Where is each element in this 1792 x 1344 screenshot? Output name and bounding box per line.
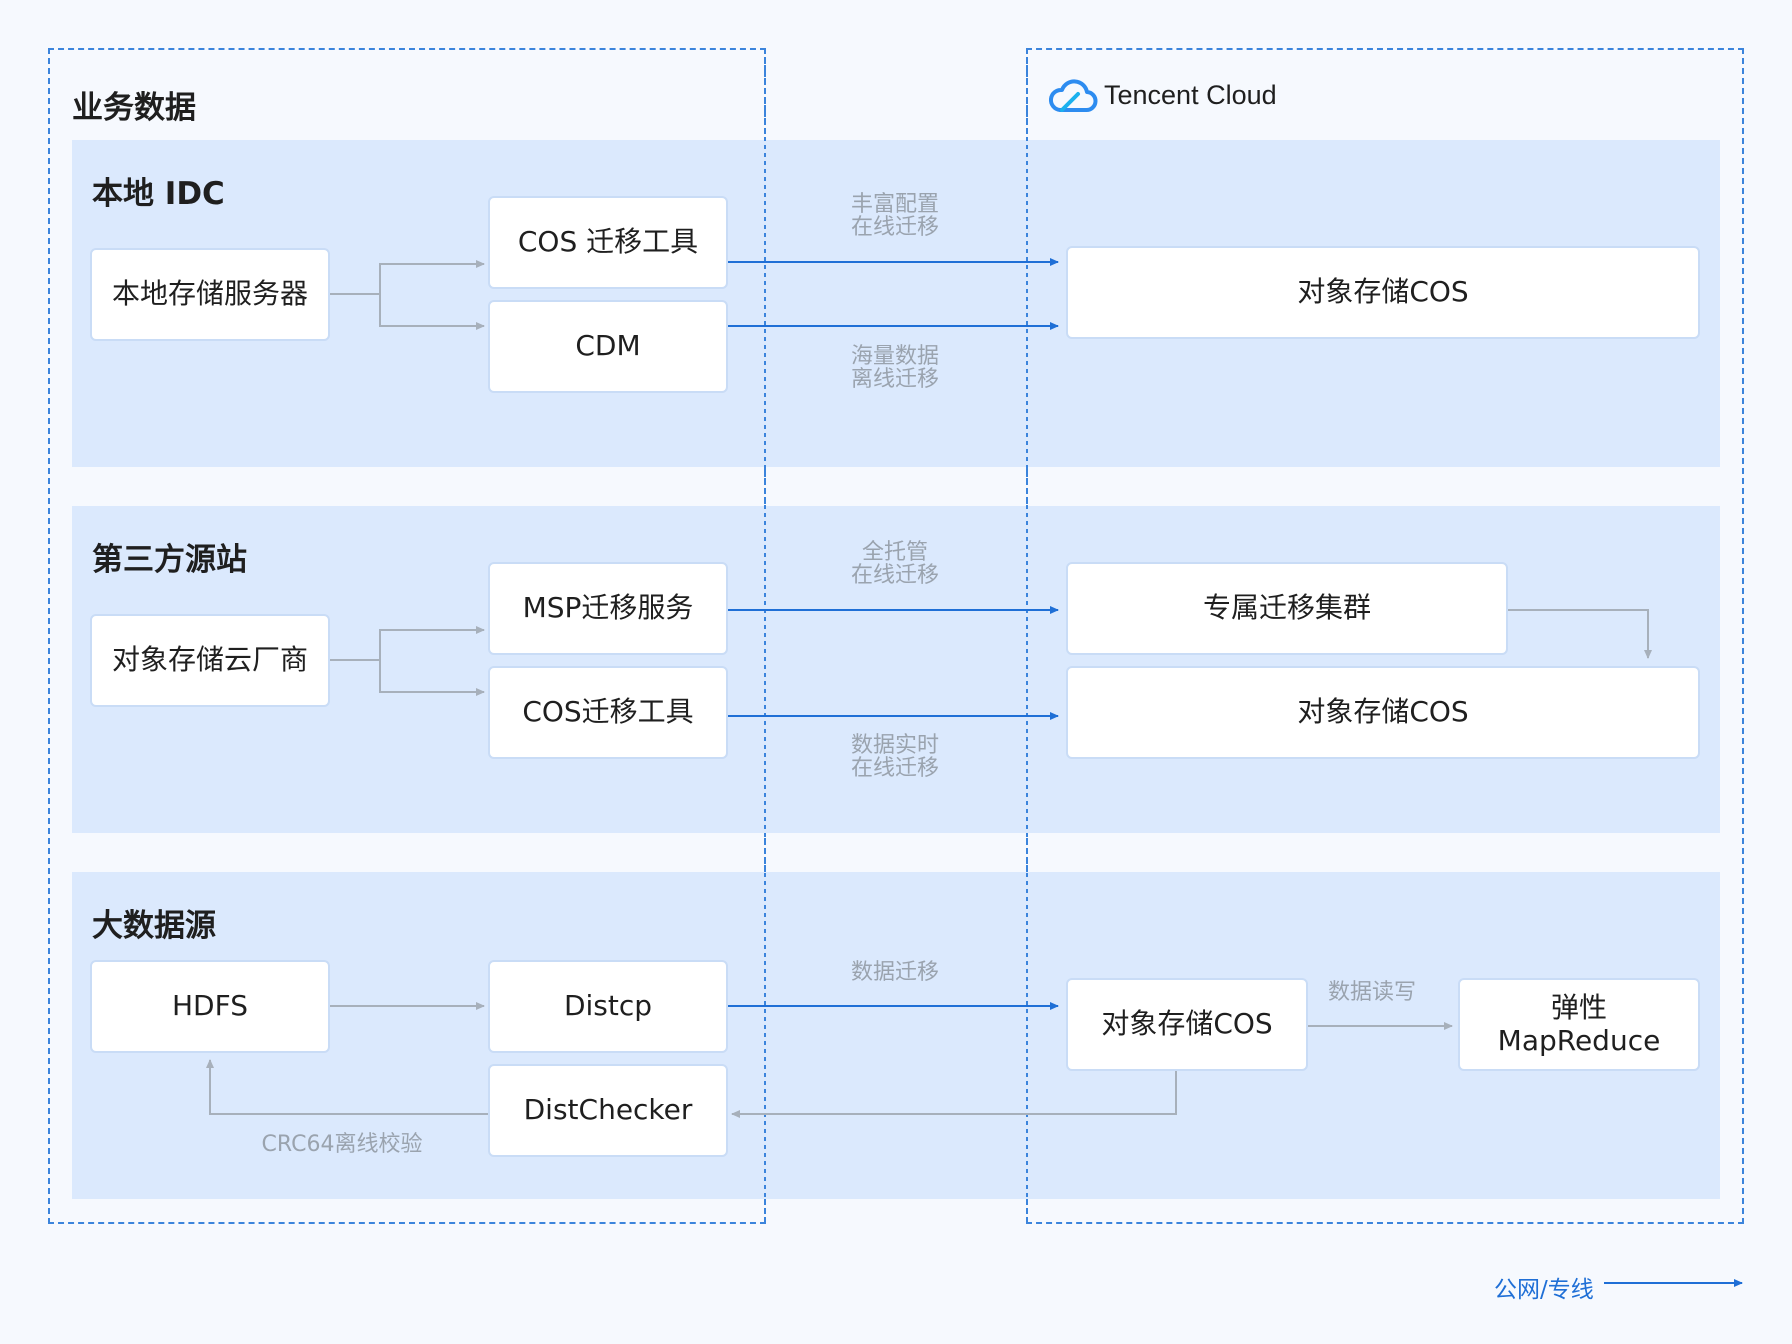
cos-migration-tool-box: COS 迁移工具 xyxy=(488,196,728,289)
legend-public-dedicated-line: 公网/专线 xyxy=(1494,1277,1594,1303)
cos-migration-tool-box-2: COS迁移工具 xyxy=(488,666,728,759)
hdfs-box: HDFS xyxy=(90,960,330,1053)
section-title-idc: 本地 IDC xyxy=(92,176,225,212)
label-fully-managed-online: 全托管在线迁移 xyxy=(850,540,939,588)
section-band-bigdata xyxy=(72,872,1720,1199)
tencent-cloud-logo: Tencent Cloud xyxy=(1048,76,1277,114)
arrow-cos-to-distchecker xyxy=(731,1071,1177,1118)
cos-target-box-third-party: 对象存储COS xyxy=(1066,666,1700,759)
distchecker-box: DistChecker xyxy=(488,1064,728,1157)
cos-target-box-idc: 对象存储COS xyxy=(1066,246,1700,339)
label-data-read-write: 数据读写 xyxy=(1327,980,1416,1005)
cloud-vendor-storage-box: 对象存储云厂商 xyxy=(90,614,330,707)
panel-title-business-data: 业务数据 xyxy=(72,90,196,126)
cos-target-box-bigdata: 对象存储COS xyxy=(1066,978,1308,1071)
cdm-box: CDM xyxy=(488,300,728,393)
brand-name: Tencent Cloud xyxy=(1104,79,1277,110)
fork-connector-idc xyxy=(330,260,485,330)
arrow-cluster-to-cos xyxy=(1508,609,1652,659)
arrow-distchecker-to-hdfs xyxy=(206,1059,488,1115)
fork-connector-third-party xyxy=(330,626,485,696)
local-storage-server-box: 本地存储服务器 xyxy=(90,248,330,341)
label-massive-offline: 海量数据离线迁移 xyxy=(850,344,939,392)
distcp-box: Distcp xyxy=(488,960,728,1053)
cloud-logo-icon xyxy=(1049,79,1098,112)
label-crc64-check: CRC64离线校验 xyxy=(261,1132,423,1157)
section-title-third-party: 第三方源站 xyxy=(92,542,247,578)
section-title-bigdata: 大数据源 xyxy=(92,908,216,944)
msp-migration-service-box: MSP迁移服务 xyxy=(488,562,728,655)
label-realtime-online: 数据实时在线迁移 xyxy=(850,733,939,781)
dedicated-cluster-box: 专属迁移集群 xyxy=(1066,562,1508,655)
label-data-migration: 数据迁移 xyxy=(850,960,939,985)
label-rich-config-online: 丰富配置在线迁移 xyxy=(850,192,939,240)
